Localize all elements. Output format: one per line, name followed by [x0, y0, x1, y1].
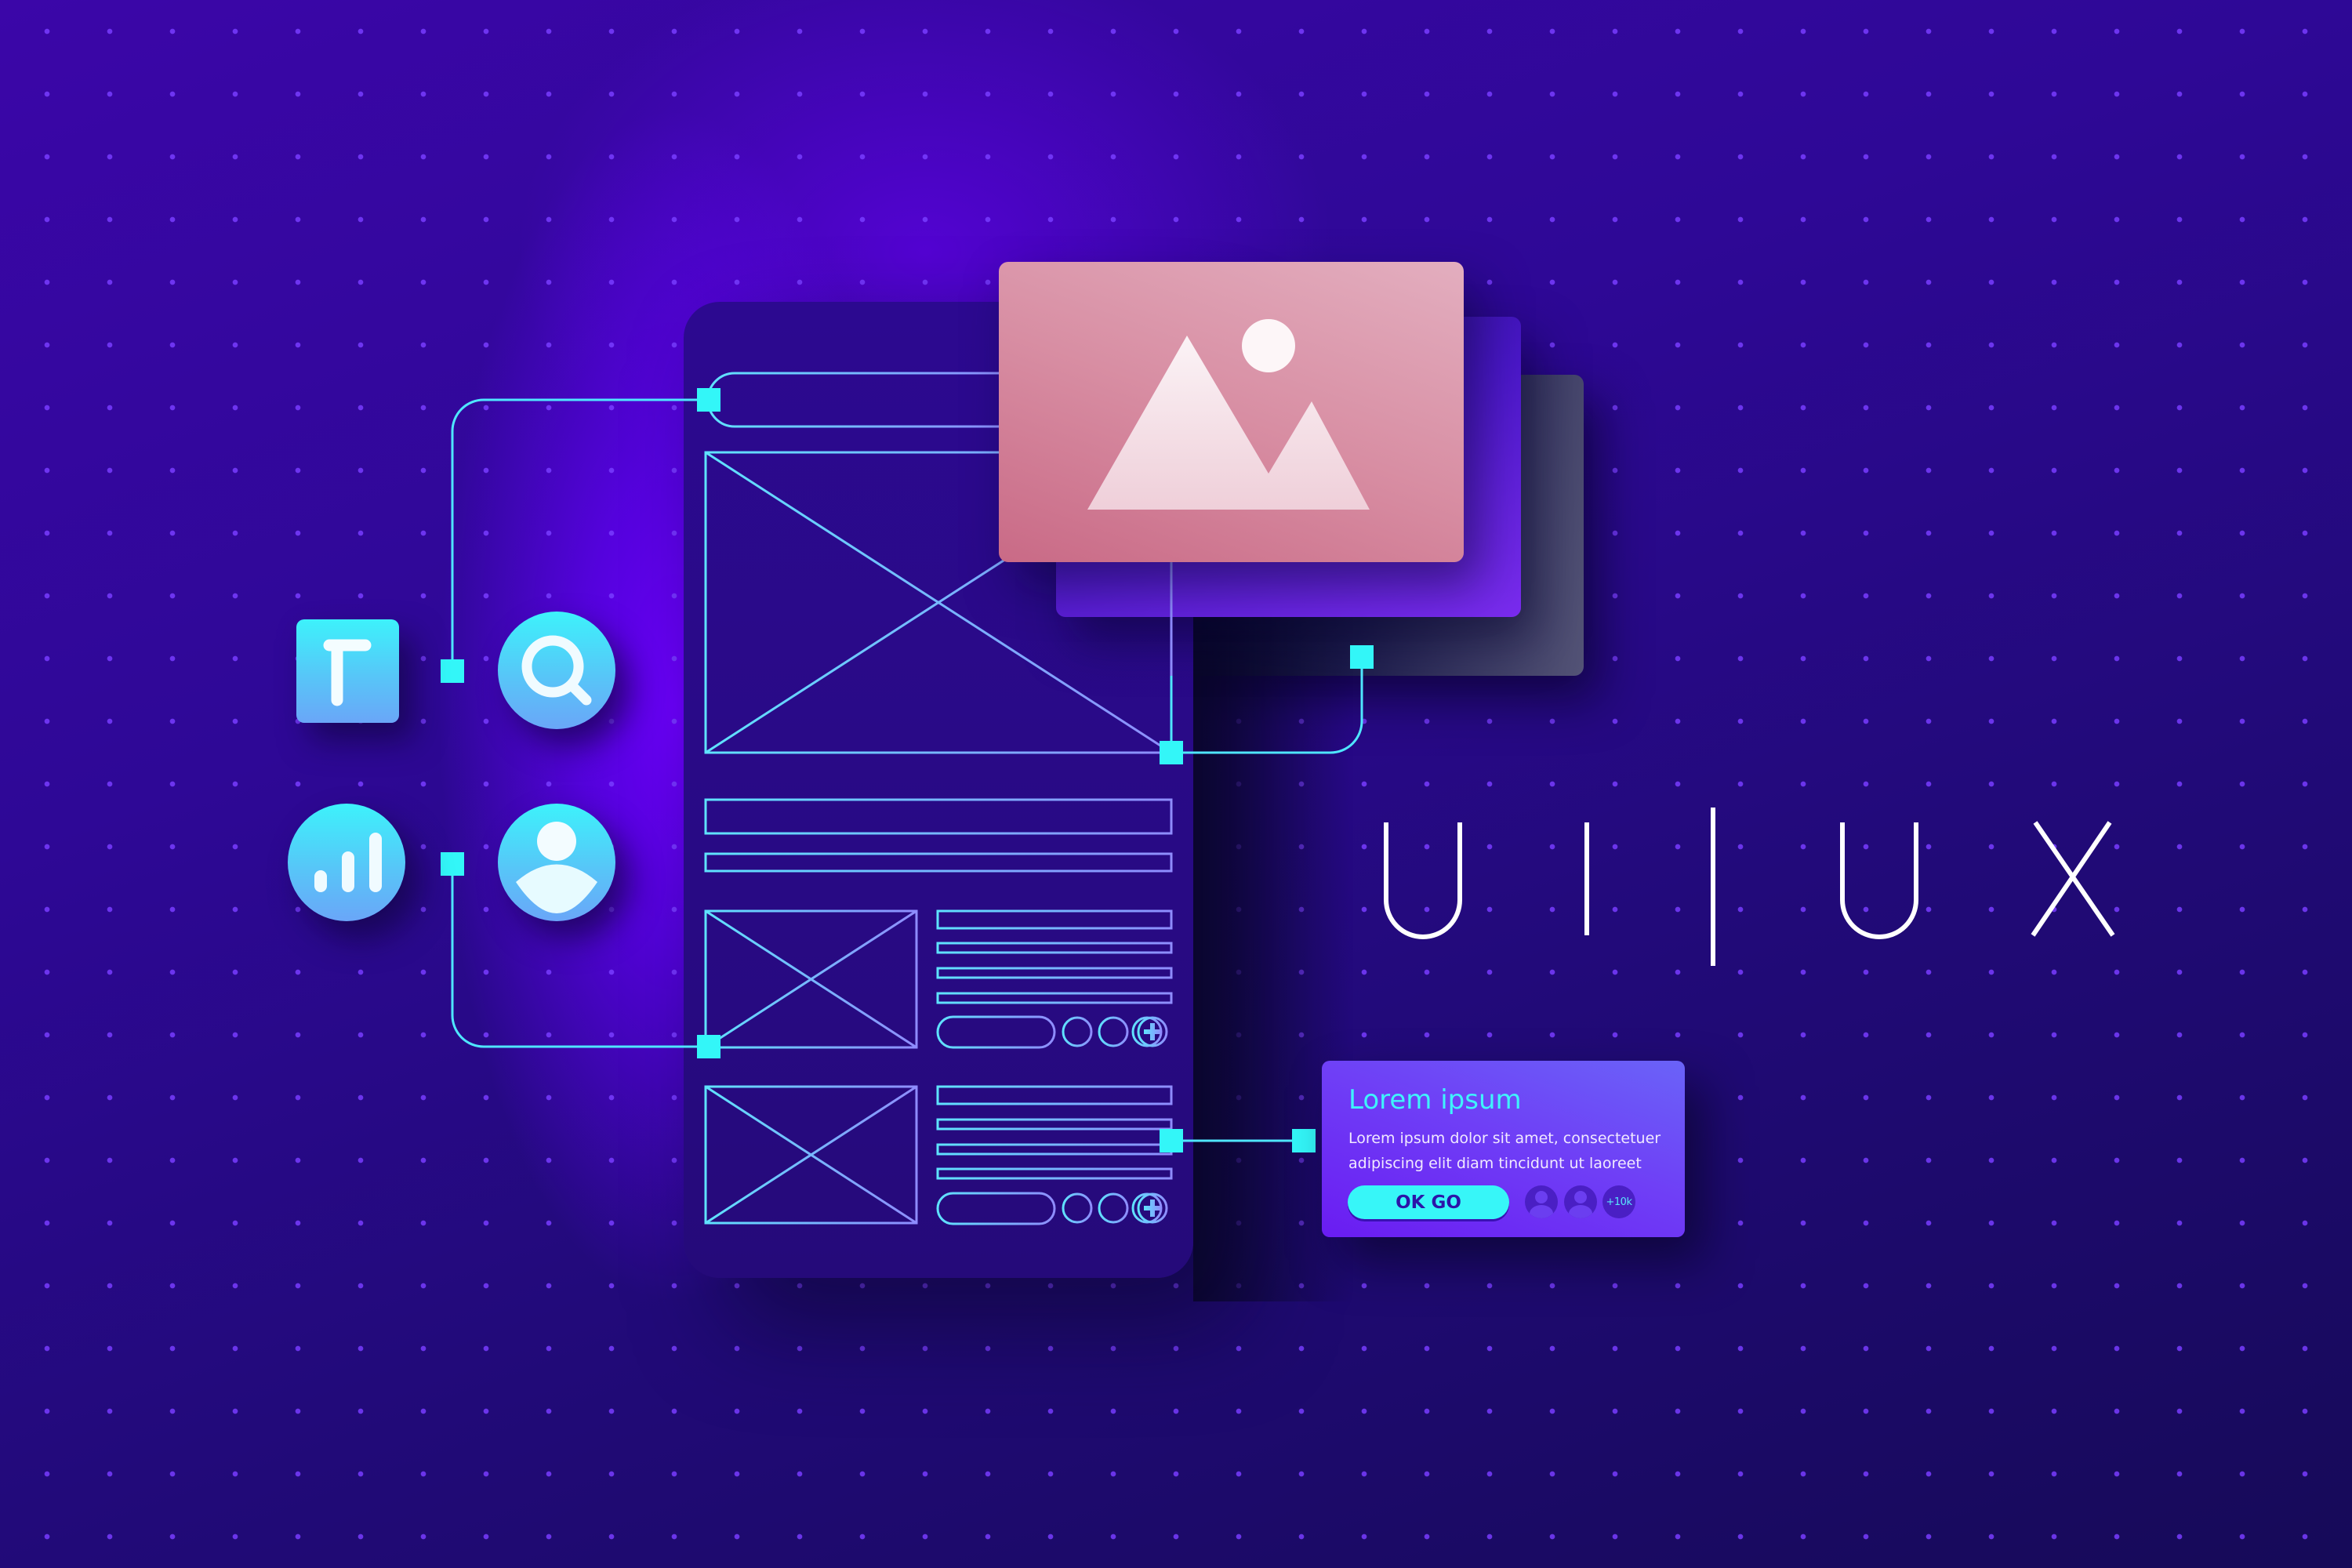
- info-card-body: Lorem ipsum dolor sit amet, consectetuer…: [1348, 1126, 1678, 1176]
- connector-node: [1160, 741, 1183, 764]
- search-icon: [521, 635, 592, 706]
- ok-go-button[interactable]: OK GO: [1348, 1185, 1509, 1219]
- user-icon: [516, 822, 597, 913]
- connector-node: [697, 388, 720, 412]
- info-card-body-line: adipiscing elit diam tincidunt ut laoree…: [1348, 1155, 1642, 1172]
- search-tool-icon[interactable]: [498, 612, 615, 729]
- user-tool-icon[interactable]: [498, 804, 615, 921]
- image-placeholder-icon: [1087, 319, 1370, 510]
- info-card-body-line: Lorem ipsum dolor sit amet, consectetuer: [1348, 1130, 1661, 1147]
- info-card-title: Lorem ipsum: [1348, 1084, 1522, 1116]
- avatar-count-badge[interactable]: +10k: [1602, 1185, 1635, 1218]
- info-card: Lorem ipsum Lorem ipsum dolor sit amet, …: [1322, 1061, 1685, 1237]
- avatar-body: [1530, 1205, 1553, 1218]
- avatar[interactable]: [1525, 1185, 1558, 1218]
- bar-chart-icon: [314, 833, 382, 892]
- connector-node: [1160, 1129, 1183, 1152]
- connector-node: [697, 1035, 720, 1058]
- connector-node: [441, 659, 464, 683]
- letter-u-2: [1840, 822, 1918, 939]
- letter-x: [2031, 821, 2115, 937]
- chart-tool-icon[interactable]: [288, 804, 405, 921]
- avatar[interactable]: [1564, 1185, 1597, 1218]
- letter-u: [1384, 822, 1462, 939]
- connector-node: [1292, 1129, 1316, 1152]
- avatar-body: [1569, 1205, 1592, 1218]
- connector-node: [441, 852, 464, 876]
- text-tool-icon[interactable]: [296, 619, 399, 723]
- image-card-front: [999, 262, 1464, 562]
- text-icon: [323, 639, 372, 706]
- headline-ui-ux: [1384, 808, 2115, 966]
- avatar-head: [1535, 1191, 1548, 1203]
- avatar-head: [1574, 1191, 1587, 1203]
- connector-node: [1350, 645, 1374, 669]
